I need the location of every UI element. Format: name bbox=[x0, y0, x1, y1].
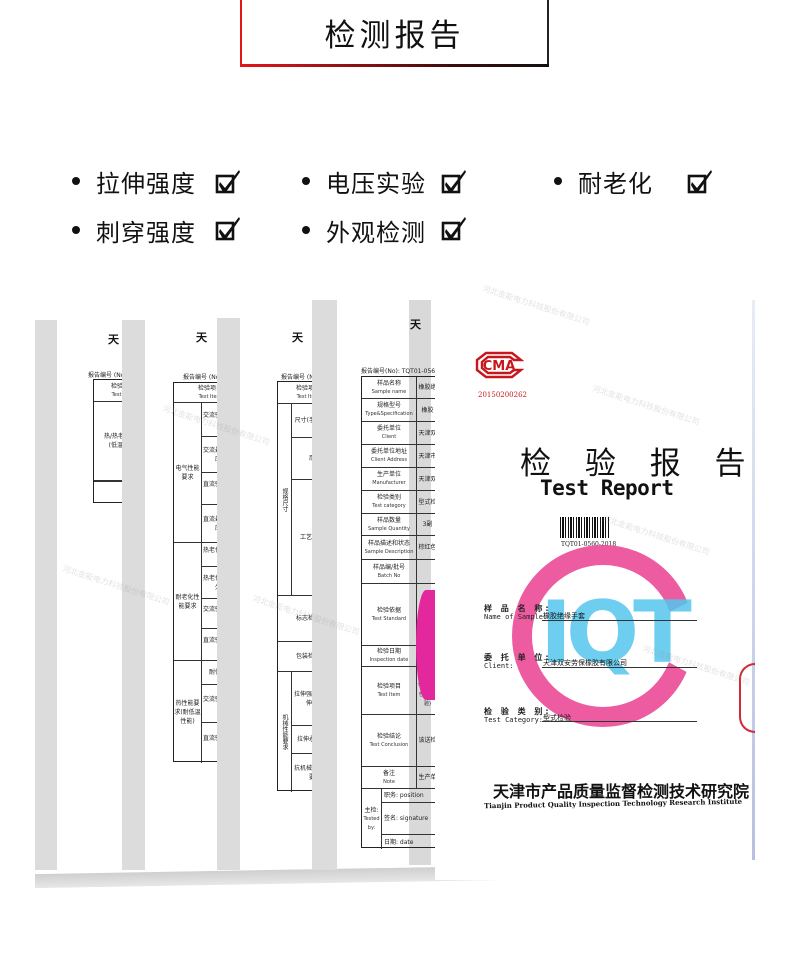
page4-value-cell: 橡胶绝 bbox=[417, 377, 438, 399]
page4-value-cell: 生产单 bbox=[417, 767, 438, 789]
page4-value-cell: 型式检 bbox=[417, 491, 438, 514]
iqt-logo-text: IQT bbox=[540, 583, 692, 683]
section-title: 检测报告 bbox=[324, 18, 465, 54]
page3-group-label: 机械性能要求 bbox=[278, 672, 292, 792]
page4-value-cell bbox=[417, 560, 438, 584]
page4-value-cell: 该送检 bbox=[417, 715, 438, 767]
page-edge-shadow bbox=[217, 318, 240, 870]
page4-report-no: 报告编号(No): TQT01-0560 bbox=[361, 368, 439, 375]
bullet-icon bbox=[302, 226, 310, 234]
feature-item: 耐老化 bbox=[554, 163, 653, 199]
field-underline bbox=[542, 721, 697, 722]
checkbox-checked-icon bbox=[687, 170, 712, 194]
page4-date: 日期: date bbox=[384, 838, 414, 846]
page3-report-no: 报告编号 (No) : TQ bbox=[281, 374, 334, 381]
feature-label: 外观检测 bbox=[326, 218, 426, 247]
page-edge-shadow bbox=[122, 320, 145, 870]
page-fold-band bbox=[409, 300, 431, 865]
cover-title-en: Test Report bbox=[540, 476, 674, 500]
field-label-client-en: Client: bbox=[484, 662, 514, 670]
page-edge-shadow bbox=[35, 320, 57, 870]
checkbox-checked-icon bbox=[441, 170, 466, 194]
feature-label: 电压实验 bbox=[326, 169, 426, 198]
page3-item: 包装检查 bbox=[278, 642, 338, 672]
page4-stamp-fragment bbox=[416, 590, 436, 700]
page4-value-cell: 天津双 bbox=[417, 422, 438, 445]
page2-report-no: 报告编号 (No) : TQ bbox=[183, 374, 236, 381]
bullet-icon bbox=[302, 177, 310, 185]
page4-value-cell: 天津双 bbox=[417, 468, 438, 491]
page4-value-cell: 天津市 bbox=[417, 445, 438, 468]
page-edge-shadow bbox=[312, 300, 337, 870]
cover-page-edge bbox=[752, 300, 755, 860]
page4-signature: 签名: signature bbox=[382, 803, 438, 835]
field-value-client: 天津双安劳保橡胶有限公司 bbox=[543, 659, 627, 667]
bullet-icon bbox=[554, 177, 562, 185]
svg-text:CMA: CMA bbox=[483, 359, 516, 374]
field-label-test-category-en: Test Category: bbox=[484, 716, 544, 724]
page1-report-no: 报告编号 (No) : TQ bbox=[88, 372, 141, 379]
barcode bbox=[560, 517, 610, 538]
field-label-test-category: 检 验 类 别: bbox=[484, 707, 552, 716]
cma-certification-logo: CMA bbox=[475, 351, 524, 379]
bullet-icon bbox=[72, 177, 80, 185]
page3-item: 标志检查 bbox=[278, 596, 338, 642]
field-label-client: 委 托 单 位: bbox=[484, 653, 552, 662]
field-label-sample-name: 样 品 名 称: bbox=[484, 604, 552, 613]
field-value-sample-name: 橡胶绝缘手套 bbox=[543, 612, 585, 620]
feature-item: 外观检测 bbox=[302, 212, 426, 248]
page4-value-cell: 橡胶 bbox=[417, 399, 438, 422]
barcode-number: TQT01-0560-2018 bbox=[561, 541, 617, 548]
bullet-icon bbox=[72, 226, 80, 234]
checkbox-checked-icon bbox=[215, 170, 240, 194]
cover-title-cn: 检 验 报 告 bbox=[520, 446, 758, 482]
field-label-sample-name-en: Name of Sample: bbox=[484, 613, 548, 621]
feature-label: 耐老化 bbox=[578, 169, 653, 198]
feature-checklist: 拉伸强度 电压实验 耐老化 刺穿强度 外观检测 bbox=[0, 0, 790, 260]
page4-position: 职务: position bbox=[382, 789, 438, 803]
cma-number: 20150200262 bbox=[478, 391, 527, 399]
field-value-test-category: 型式检验 bbox=[543, 714, 571, 722]
feature-label: 刺穿强度 bbox=[96, 218, 196, 247]
feature-label: 拉伸强度 bbox=[96, 169, 196, 198]
field-underline bbox=[542, 667, 697, 668]
report-page-4 bbox=[337, 300, 435, 865]
page2-group-label: 热性能要求(耐低温性能) bbox=[174, 661, 202, 763]
page3-group-label: 规格尺寸 bbox=[278, 404, 292, 596]
red-seal-stamp bbox=[739, 663, 755, 733]
field-underline bbox=[542, 620, 697, 621]
page4-value-cell: 3副 bbox=[417, 514, 438, 536]
page4-value-cell: 棕红色 bbox=[417, 536, 438, 560]
page4-tested-by: 主检:Tested by: bbox=[362, 789, 382, 849]
feature-item: 电压实验 bbox=[302, 163, 426, 199]
checkbox-checked-icon bbox=[441, 217, 466, 241]
page2-group-label: 耐老化性能要求 bbox=[174, 543, 202, 661]
institute-name-cn: 天津市产品质量监督检测技术研究院 bbox=[493, 782, 750, 801]
feature-item: 刺穿强度 bbox=[72, 212, 196, 248]
page2-group-label: 电气性能要求 bbox=[174, 403, 202, 543]
feature-item: 拉伸强度 bbox=[72, 163, 196, 199]
checkbox-checked-icon bbox=[215, 217, 240, 241]
section-title-box: 检测报告 bbox=[240, 0, 549, 67]
